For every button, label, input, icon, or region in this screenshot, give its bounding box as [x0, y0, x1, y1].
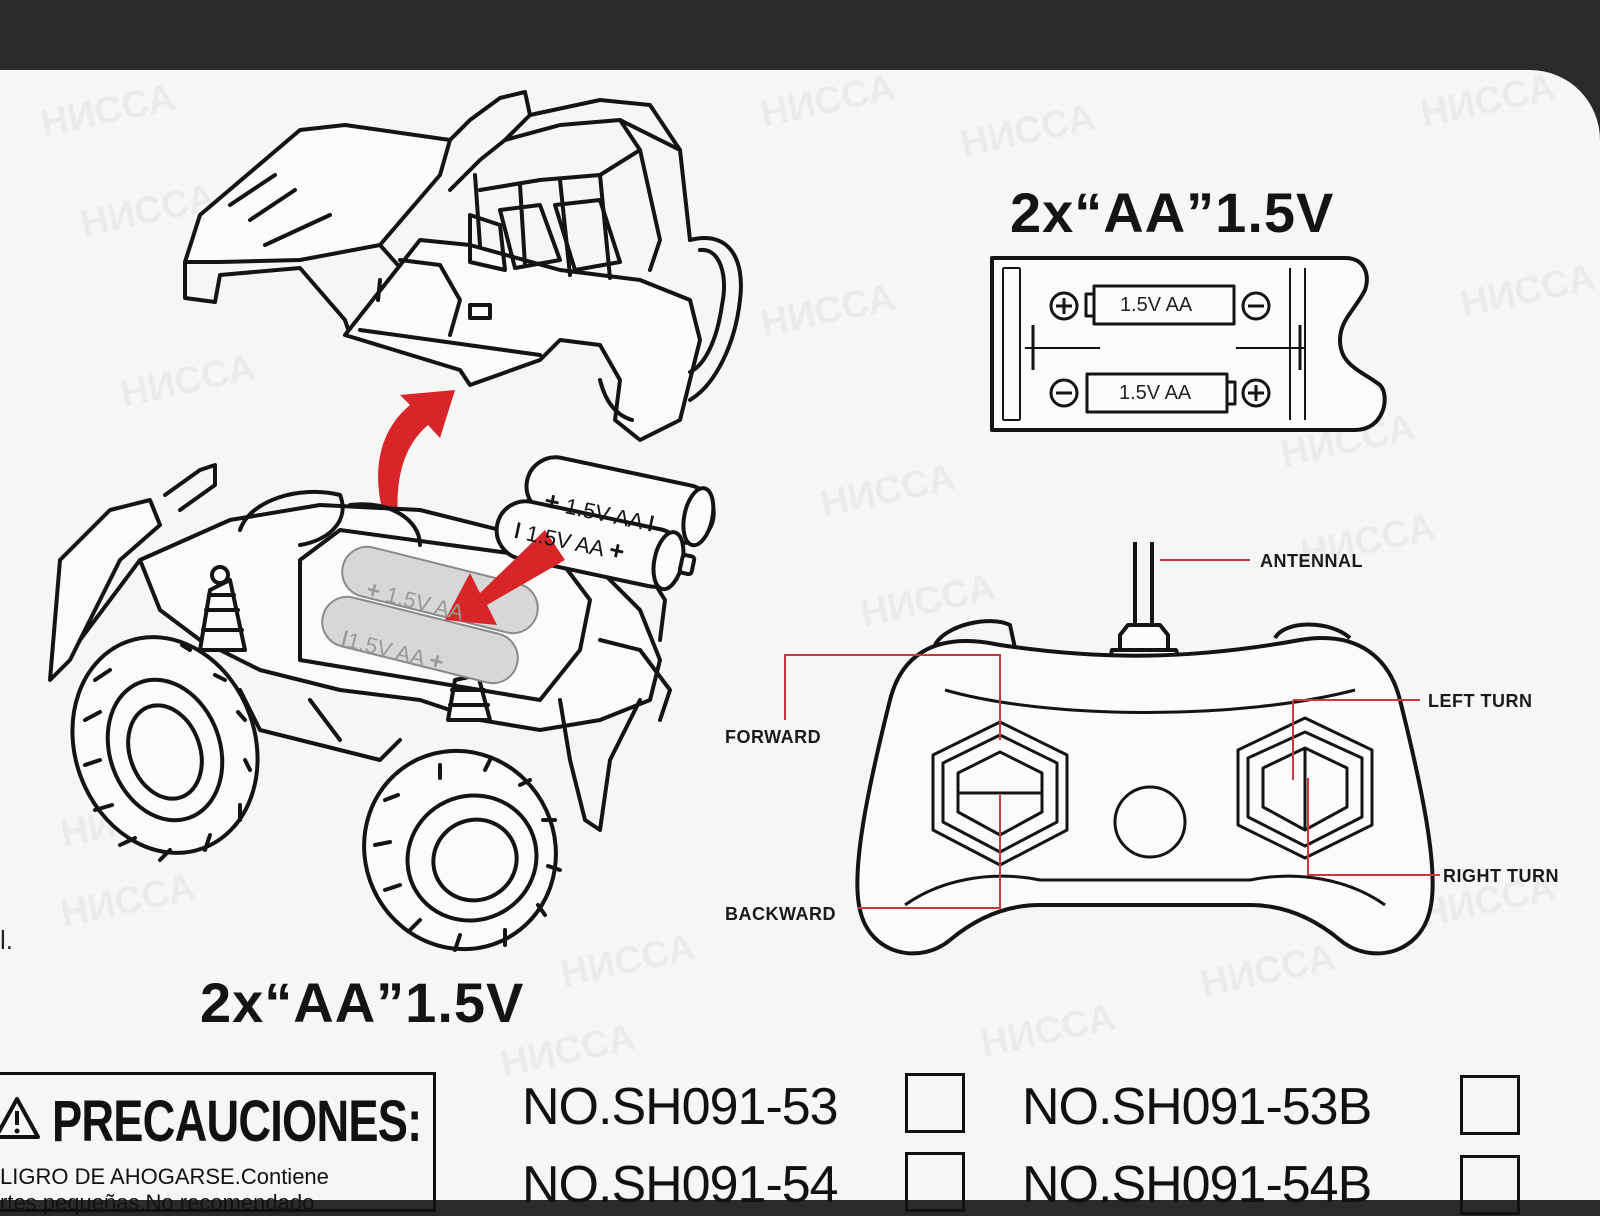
compartment-cell-label-top: 1.5V AA [1120, 294, 1193, 316]
antenna-label: ANTENNAL [1260, 551, 1363, 571]
warning-triangle-icon [0, 1097, 40, 1139]
right-turn-label: RIGHT TURN [1443, 866, 1559, 886]
backward-label: BACKWARD [725, 904, 836, 924]
model-number-53: NO.SH091-53 [522, 1078, 839, 1136]
cropped-text-fragment: l. [0, 925, 13, 955]
forward-label: FORWARD [725, 727, 822, 747]
battery-spec-heading-bottom: 2x“AA”1.5V [200, 971, 525, 1034]
controller-callouts [784, 559, 1440, 909]
compartment-cell-label-bottom: 1.5V AA [1119, 382, 1192, 404]
battery-compartment-diagram [990, 256, 1387, 432]
battery-spec-heading-top: 2x“AA”1.5V [1010, 181, 1335, 244]
loose-batteries-drawing [494, 455, 716, 592]
precautions-line-1: LIGRO DE AHOGARSE.Contiene [0, 1164, 329, 1189]
remove-body-arrow [378, 390, 455, 520]
remote-controller-drawing [855, 542, 1435, 956]
model-checkbox-54[interactable] [905, 1152, 965, 1212]
model-number-53b: NO.SH091-53B [1022, 1078, 1372, 1136]
precautions-title: PRECAUCIONES: [52, 1089, 422, 1154]
car-body-shell-drawing [183, 90, 743, 442]
model-number-54b: NO.SH091-54B [1022, 1156, 1372, 1214]
model-checkbox-54b[interactable] [1460, 1155, 1520, 1215]
model-checkbox-53b[interactable] [1460, 1075, 1520, 1135]
model-number-54: NO.SH091-54 [522, 1156, 839, 1214]
insert-battery-arrow [445, 530, 565, 625]
model-checkbox-53[interactable] [905, 1073, 965, 1133]
left-turn-label: LEFT TURN [1428, 691, 1533, 711]
precautions-line-2: rtes pequeñas.No recomendado [0, 1190, 315, 1215]
